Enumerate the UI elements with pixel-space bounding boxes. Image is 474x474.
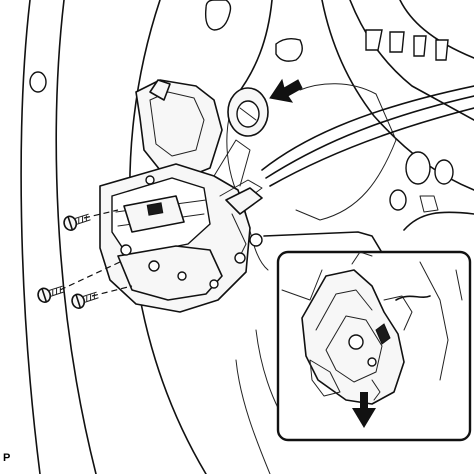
figure-code-label: P [3,452,11,464]
panel-hole [389,189,407,211]
door-inner-panel [20,0,474,474]
screw-lower-right [71,291,99,309]
panel-hole [405,151,431,185]
door-lock-assembly [99,79,263,313]
panel-cutout [389,31,405,53]
inset-leader [263,231,385,257]
pointer-arrow [269,78,303,103]
screw-lower-left [37,285,65,303]
lock-cables [243,85,474,271]
door-grommet [227,87,269,137]
screw-upper [63,213,91,231]
panel-cutout [435,39,449,61]
panel-cutout [275,37,303,62]
pull-down-arrow [352,392,376,428]
panel-cutout [365,29,383,51]
detail-inset [276,250,472,442]
panel-cutout [413,35,427,57]
lock-screw [37,209,133,309]
panel-hole [29,71,47,93]
panel-cutout [204,0,232,31]
panel-hole [434,159,454,185]
